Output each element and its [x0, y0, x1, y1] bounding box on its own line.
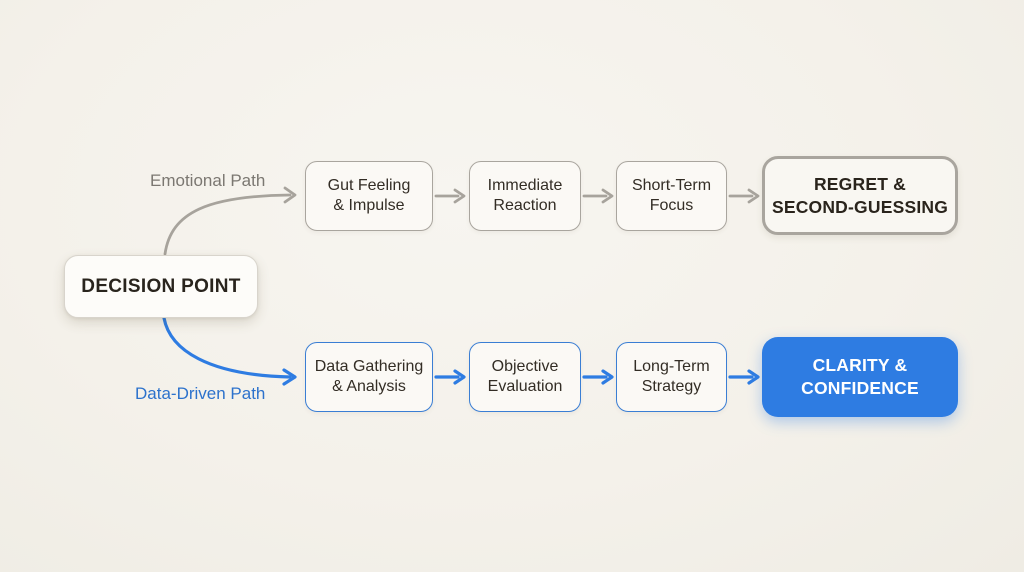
- arrowhead-data-curve: [282, 368, 297, 386]
- node-regret-second-guessing: REGRET & SECOND-GUESSING: [762, 156, 958, 235]
- arrowhead-data-3: [747, 369, 760, 385]
- node-objective-evaluation: Objective Evaluation: [469, 342, 581, 412]
- node-immediate-reaction: Immediate Reaction: [469, 161, 581, 231]
- arrowhead-data-1: [453, 369, 466, 385]
- node-clarity-confidence: CLARITY & CONFIDENCE: [762, 337, 958, 417]
- emotional-path-arrows: [163, 186, 760, 256]
- node-label: Gut Feeling & Impulse: [327, 176, 411, 214]
- node-label: Immediate Reaction: [487, 176, 563, 214]
- arrowhead-emotional-1: [453, 188, 466, 204]
- node-label: Long-Term Strategy: [633, 357, 710, 395]
- data-path-arrows: [162, 316, 760, 386]
- decision-point-node: DECISION POINT: [64, 255, 258, 318]
- arrowhead-data-2: [601, 369, 614, 385]
- node-long-term-strategy: Long-Term Strategy: [616, 342, 727, 412]
- curve-arrow-emotional: [163, 193, 292, 256]
- arrowhead-emotional-3: [747, 188, 760, 204]
- curve-arrow-data: [162, 316, 292, 379]
- arrowhead-emotional-2: [601, 188, 614, 204]
- arrowhead-emotional-curve: [283, 186, 297, 204]
- data-driven-path-label: Data-Driven Path: [135, 384, 266, 403]
- emotional-path-label: Emotional Path: [150, 171, 266, 190]
- node-label: Short-Term Focus: [631, 176, 712, 214]
- node-label: REGRET & SECOND-GUESSING: [771, 173, 949, 217]
- node-short-term-focus: Short-Term Focus: [616, 161, 727, 231]
- decision-point-label: DECISION POINT: [81, 275, 241, 297]
- node-label: Objective Evaluation: [487, 357, 563, 395]
- node-data-gathering-analysis: Data Gathering & Analysis: [305, 342, 433, 412]
- node-gut-feeling-impulse: Gut Feeling & Impulse: [305, 161, 433, 231]
- node-label: Data Gathering & Analysis: [314, 357, 424, 395]
- node-label: CLARITY & CONFIDENCE: [801, 355, 919, 398]
